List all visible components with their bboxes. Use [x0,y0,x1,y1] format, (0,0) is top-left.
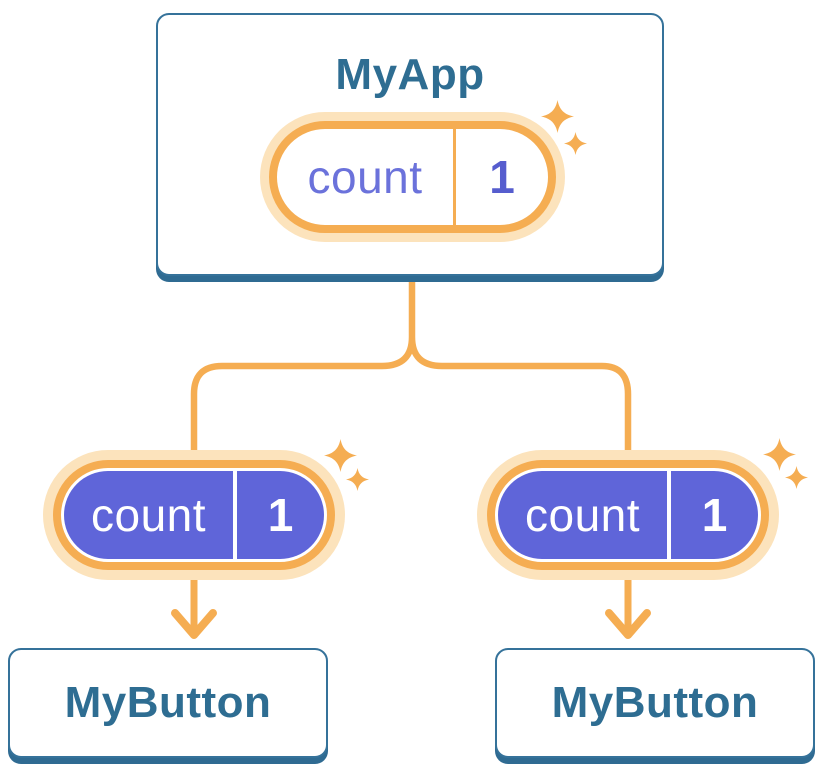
state-pill-ring: count 1 [269,121,556,233]
component-title: MyButton [551,678,759,727]
prop-pill-ring: count 1 [53,460,335,570]
component-title: MyApp [335,50,485,99]
prop-pill-left: count 1 [43,450,345,580]
state-pill: count 1 [260,112,565,242]
state-pill-core: count 1 [277,129,548,225]
component-title: MyButton [64,678,272,727]
prop-pill-core: count 1 [498,471,758,559]
prop-pill-ring: count 1 [487,460,769,570]
sparkle-icon [785,466,808,489]
prop-value: 1 [453,129,548,225]
sparkle-icon [564,132,587,155]
sparkle-icon [541,100,574,133]
prop-name: count [90,489,207,541]
prop-pill-core: count 1 [64,471,324,559]
prop-name: count [524,489,641,541]
component-card-mybutton-left: MyButton [8,648,328,758]
sparkle-icon [763,438,796,471]
sparkle-icon [346,468,369,491]
prop-pill-right: count 1 [477,450,779,580]
arrow-down-icon [171,609,217,639]
arrow-down-icon [605,609,651,639]
prop-value: 1 [233,471,324,559]
component-card-mybutton-right: MyButton [495,648,815,758]
prop-value: 1 [667,471,758,559]
sparkle-icon [324,439,357,472]
tree-connector-line [190,277,632,458]
prop-name: count [307,151,423,203]
